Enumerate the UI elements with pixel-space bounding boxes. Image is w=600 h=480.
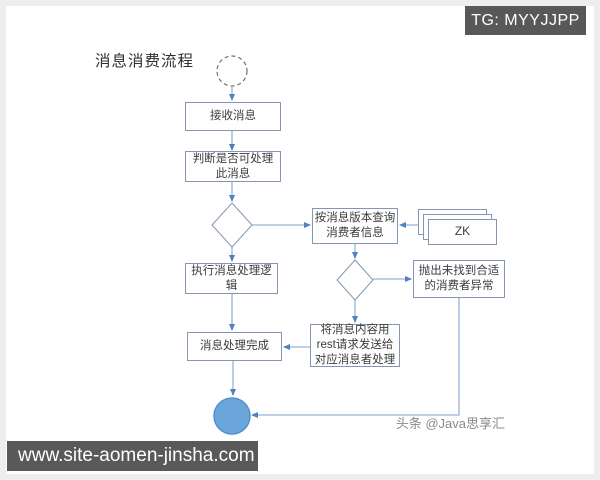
flowchart-title: 消息消费流程 <box>95 53 195 70</box>
attribution-text: 头条 @Java思享汇 <box>395 416 505 431</box>
decision-diamond-1 <box>211 202 253 248</box>
decision-diamond-2 <box>336 259 374 301</box>
node-query-consumer: 按消息版本查询 消费者信息 <box>312 208 398 244</box>
tg-watermark-badge: TG: MYYJJPP <box>465 6 586 35</box>
node-complete: 消息处理完成 <box>187 332 282 361</box>
end-node-circle <box>213 397 251 435</box>
node-zk: ZK <box>428 219 497 245</box>
node-rest-send: 将消息内容用 rest请求发送给 对应消息者处理 <box>310 324 400 367</box>
node-receive-message: 接收消息 <box>185 102 281 131</box>
site-url-text: www.site-aomen-jinsha.com <box>18 445 255 466</box>
node-execute-logic: 执行消息处理逻 辑 <box>185 263 278 294</box>
connectors <box>229 87 460 418</box>
tg-watermark-text: TG: MYYJJPP <box>471 11 580 29</box>
site-url-watermark: www.site-aomen-jinsha.com <box>7 441 258 471</box>
connector-exception-to-end <box>251 298 460 418</box>
node-throw-exception: 抛出未找到合适 的消费者异常 <box>413 260 505 298</box>
start-node-circle <box>216 55 248 87</box>
node-judge-message: 判断是否可处理 此消息 <box>185 151 281 182</box>
